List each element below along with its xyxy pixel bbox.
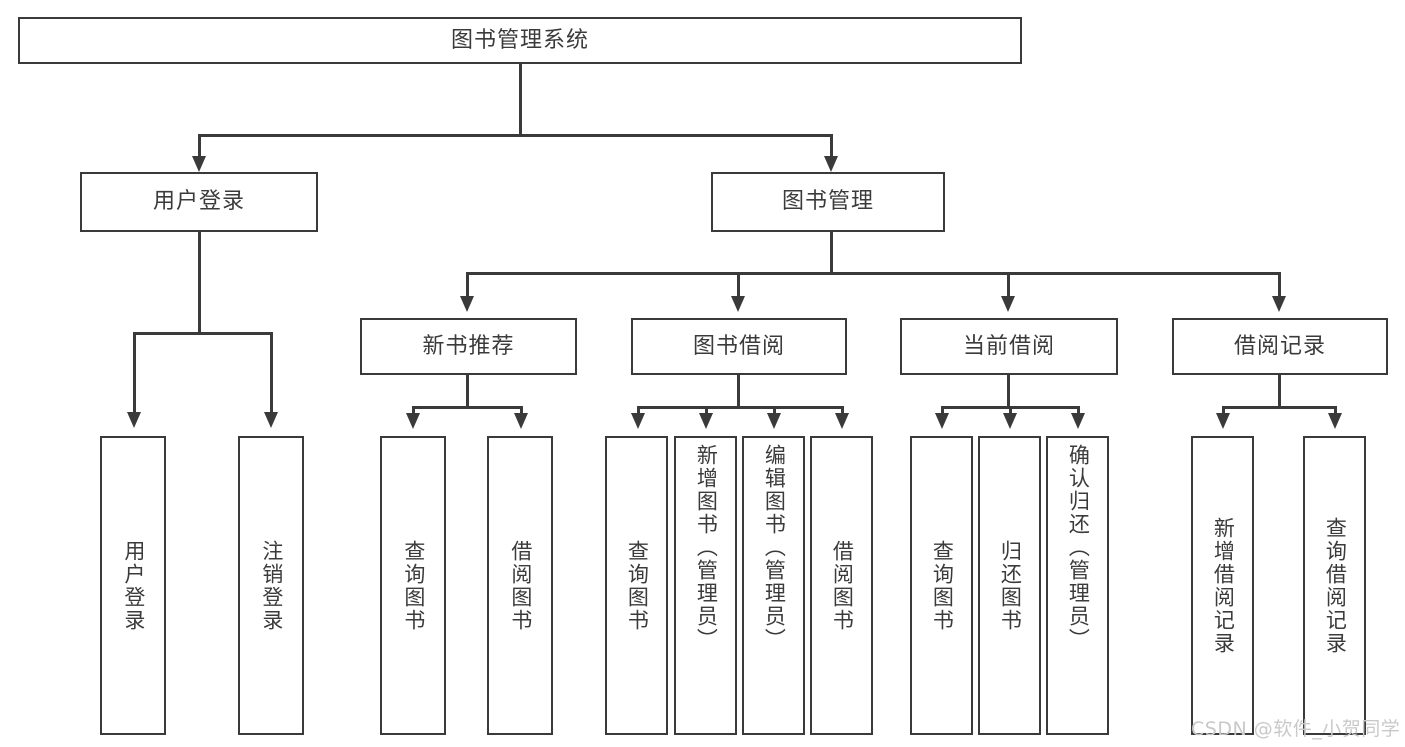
arrow-user-login-leaf-1 [127,412,141,428]
arrow-current-borrow-leaf-1 [935,413,949,429]
edge-book-manage-stem [830,232,833,274]
edge-borrow-record-drop-2 [1334,406,1337,418]
edge-borrow-record-bus [1222,406,1336,409]
node-label: 图书借阅 [692,333,785,359]
node-label: 查询图书 [930,539,955,632]
node-leaf-query-borrow-record[interactable]: 查询借阅记录 [1303,436,1366,735]
edge-book-manage-drop-3 [1007,272,1010,300]
node-user-login[interactable]: 用户登录 [80,172,318,232]
node-leaf-query-book-1[interactable]: 查询图书 [380,436,446,735]
node-leaf-logout[interactable]: 注销登录 [238,436,304,735]
edge-book-borrow-drop-2 [705,406,708,418]
node-label: 借阅图书 [830,539,855,632]
node-leaf-borrow-book-2[interactable]: 借阅图书 [810,436,873,735]
edge-book-manage-bus [466,272,1281,275]
node-borrow-record[interactable]: 借阅记录 [1172,318,1388,375]
node-leaf-add-book-admin[interactable]: 新增图书（管理员） [674,436,737,735]
node-leaf-query-book-2[interactable]: 查询图书 [605,436,668,735]
node-leaf-return-book[interactable]: 归还图书 [978,436,1041,735]
node-label: 查询图书 [401,539,426,632]
node-label: 查询图书 [625,539,650,632]
edge-current-borrow-drop-2 [1009,406,1012,418]
edge-user-login-drop-1 [133,332,136,416]
edge-current-borrow-drop-3 [1077,406,1080,418]
edge-book-borrow-stem [737,375,740,408]
edge-borrow-record-stem [1278,375,1281,408]
arrow-user-login-leaf-2 [264,412,278,428]
arrow-borrow-record-leaf-1 [1216,413,1230,429]
node-leaf-add-borrow-record[interactable]: 新增借阅记录 [1191,436,1254,735]
edge-root-bus [198,134,832,137]
arrow-book-borrow-leaf-4 [835,413,849,429]
arrow-to-current-borrow [1001,296,1015,312]
edge-book-borrow-drop-3 [773,406,776,418]
edge-book-borrow-drop-1 [637,406,640,418]
node-label: 借阅记录 [1233,333,1326,359]
edge-current-borrow-drop-1 [941,406,944,418]
node-label: 确认归还（管理员） [1066,444,1091,651]
node-leaf-confirm-return-admin[interactable]: 确认归还（管理员） [1046,436,1109,735]
edge-new-book-drop-2 [520,406,523,418]
node-label: 用户登录 [121,539,146,632]
arrow-to-new-book [460,296,474,312]
node-root-system[interactable]: 图书管理系统 [18,17,1022,64]
node-label: 编辑图书（管理员） [762,444,787,651]
arrow-book-borrow-leaf-2 [699,413,713,429]
arrow-current-borrow-leaf-2 [1003,413,1017,429]
arrow-new-book-leaf-2 [514,413,528,429]
node-label: 注销登录 [259,539,284,632]
edge-to-user-login [198,134,201,162]
edge-book-manage-drop-1 [466,272,469,300]
edge-borrow-record-drop-1 [1222,406,1225,418]
node-label: 新增借阅记录 [1211,516,1236,655]
node-leaf-borrow-book-1[interactable]: 借阅图书 [487,436,553,735]
edge-book-borrow-bus [637,406,843,409]
node-label: 图书管理系统 [450,27,589,53]
edge-book-manage-drop-4 [1278,272,1281,300]
edge-to-book-manage [830,134,833,162]
arrow-borrow-record-leaf-2 [1328,413,1342,429]
node-label: 图书管理 [781,189,874,215]
node-current-borrow[interactable]: 当前借阅 [900,318,1118,375]
arrow-to-user-login [192,156,206,172]
arrow-to-book-manage [824,156,838,172]
node-leaf-edit-book-admin[interactable]: 编辑图书（管理员） [742,436,805,735]
edge-user-login-bus [133,332,270,335]
edge-book-manage-drop-2 [737,272,740,300]
arrow-book-borrow-leaf-1 [631,413,645,429]
node-label: 归还图书 [998,539,1023,632]
edge-user-login-stem [198,232,201,334]
node-book-manage[interactable]: 图书管理 [711,172,945,232]
node-leaf-query-book-3[interactable]: 查询图书 [910,436,973,735]
arrow-new-book-leaf-1 [406,413,420,429]
node-label: 新增图书（管理员） [694,444,719,651]
edge-root-stem [519,64,522,136]
node-book-borrow[interactable]: 图书借阅 [631,318,847,375]
edge-user-login-drop-2 [270,332,273,416]
node-leaf-user-login[interactable]: 用户登录 [100,436,166,735]
edge-new-book-drop-1 [412,406,415,418]
edge-new-book-bus [412,406,522,409]
arrow-current-borrow-leaf-3 [1071,413,1085,429]
arrow-to-borrow-record [1272,296,1286,312]
arrow-book-borrow-leaf-3 [767,413,781,429]
node-label: 借阅图书 [508,539,533,632]
node-label: 新书推荐 [422,333,515,359]
node-label: 查询借阅记录 [1323,516,1348,655]
arrow-to-book-borrow [731,296,745,312]
edge-current-borrow-stem [1007,375,1010,408]
edge-new-book-stem [466,375,469,408]
node-label: 当前借阅 [962,333,1055,359]
node-label: 用户登录 [152,189,245,215]
watermark-text: CSDN @软件_小贺同学 [1191,718,1401,740]
edge-book-borrow-drop-4 [841,406,844,418]
node-new-book-recommend[interactable]: 新书推荐 [360,318,577,375]
